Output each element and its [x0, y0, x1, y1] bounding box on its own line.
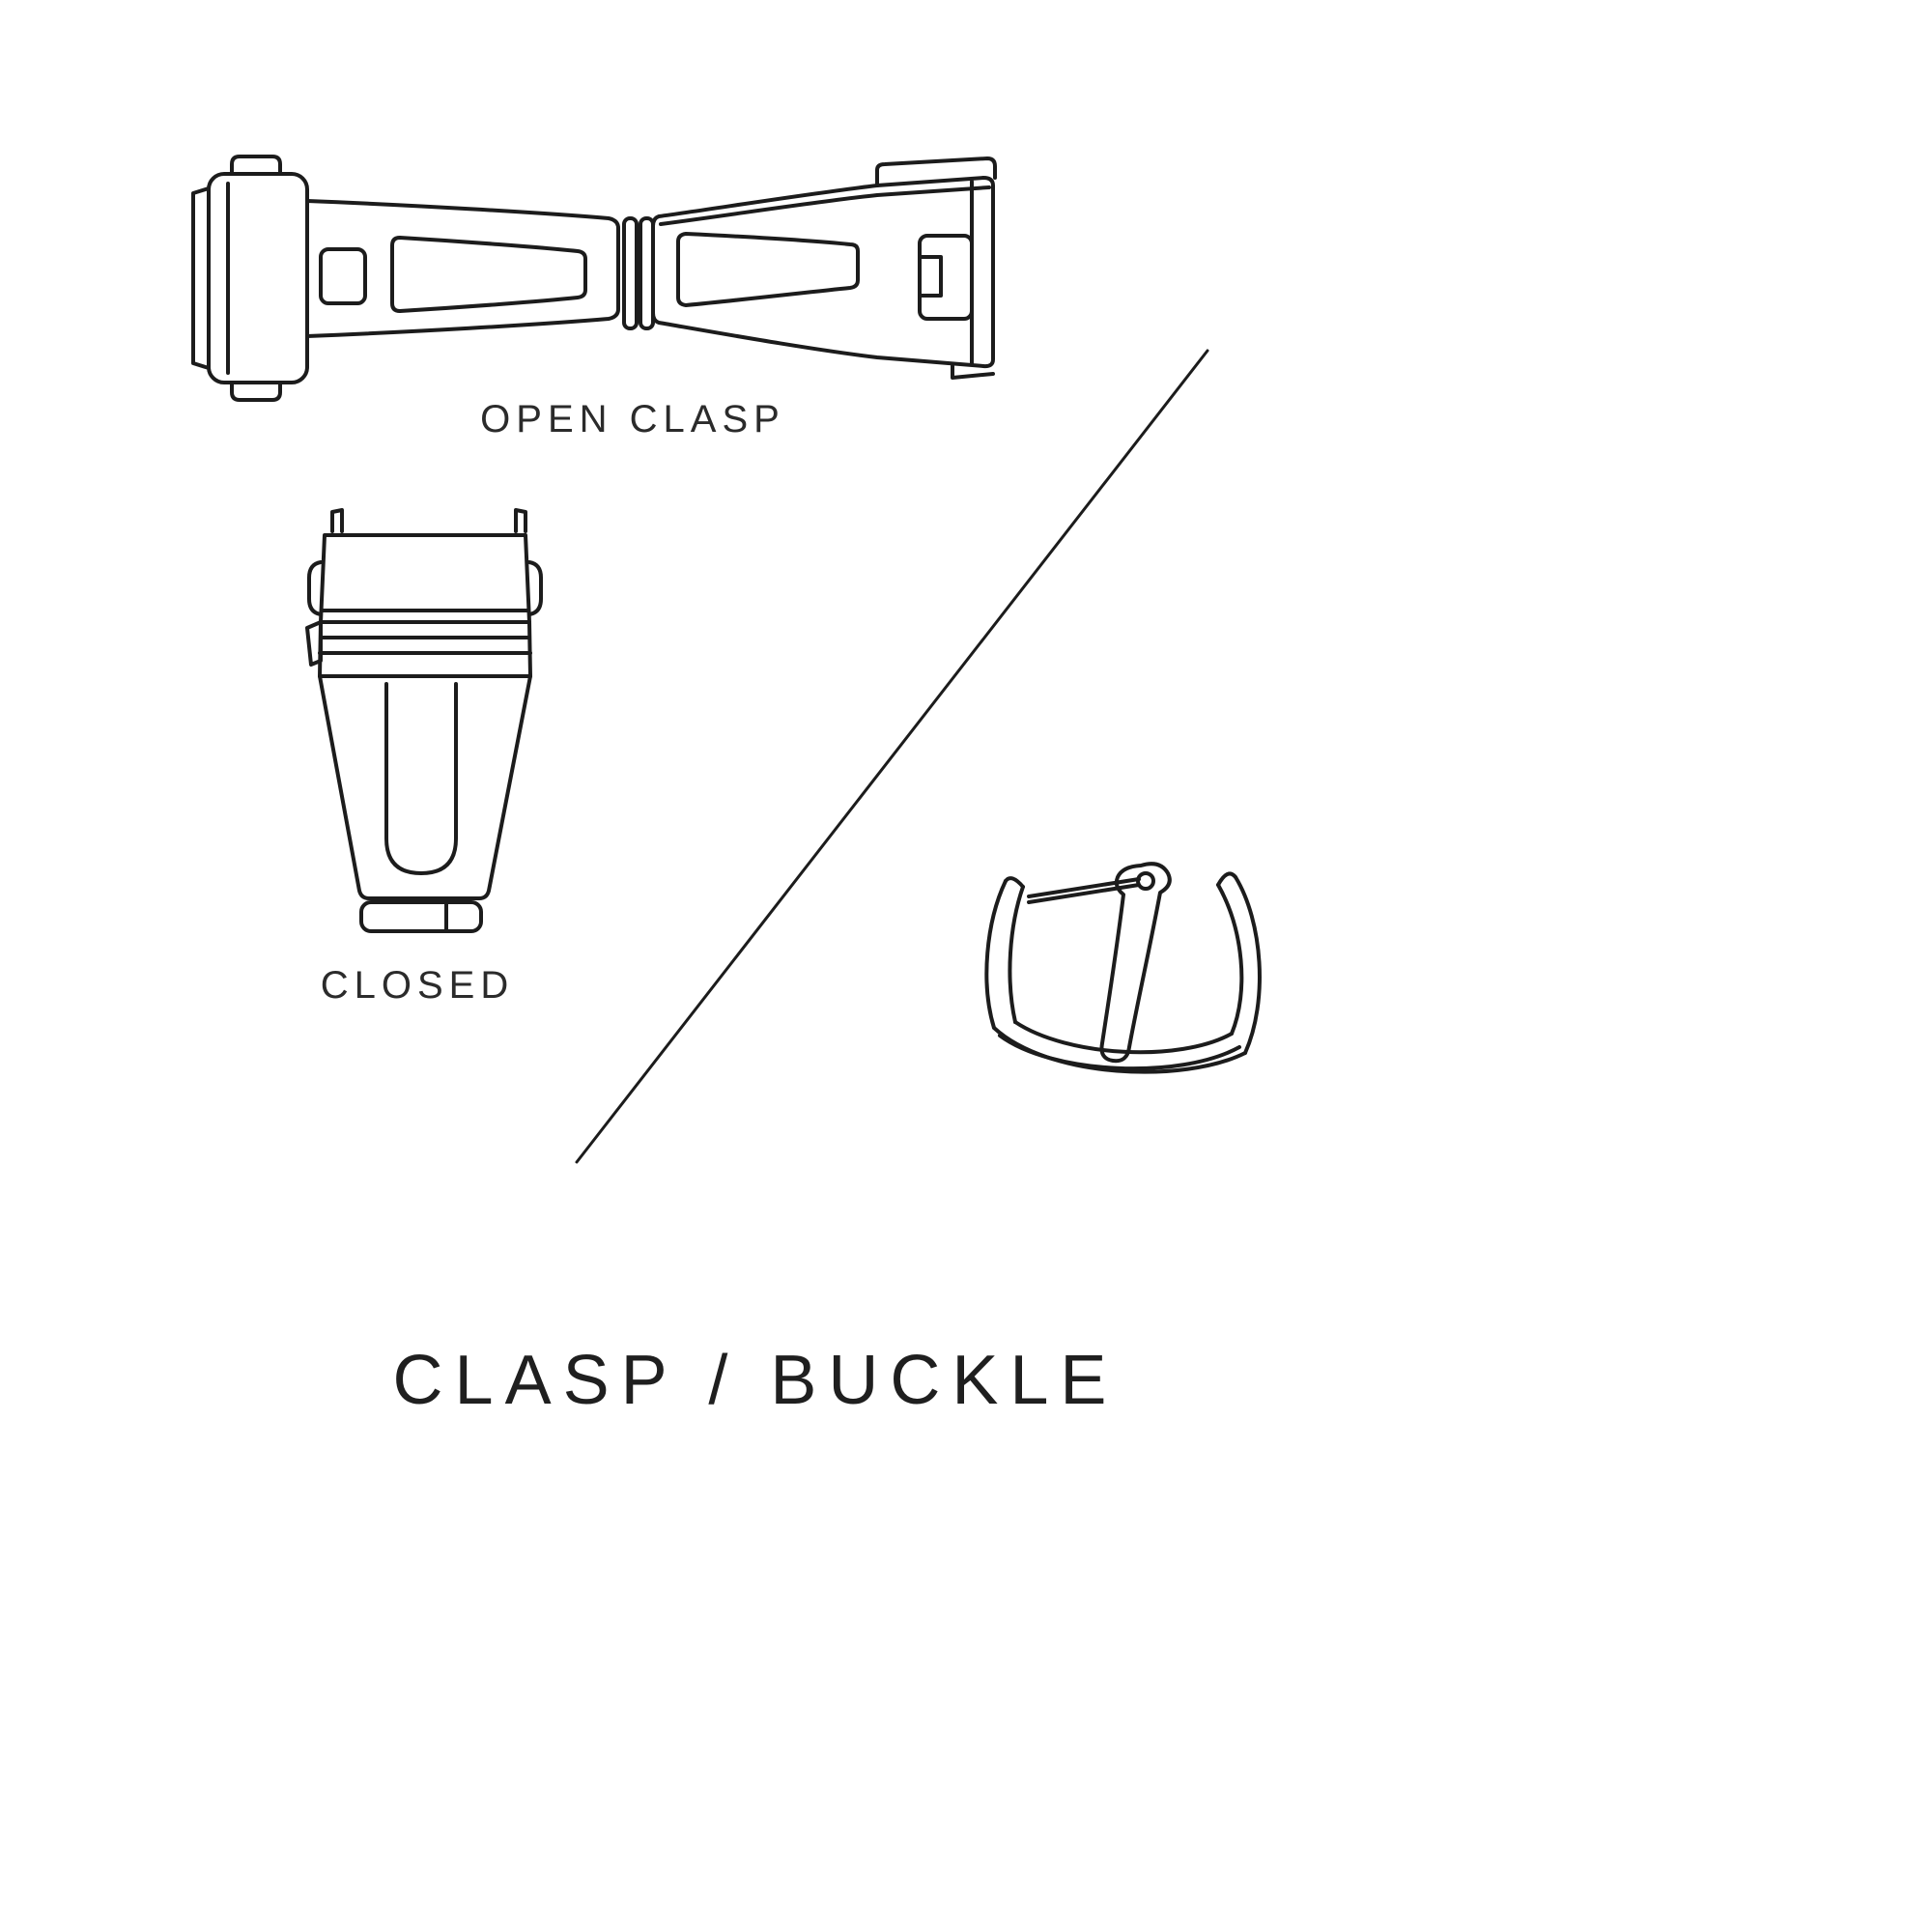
open-clasp-left-arm-icon	[305, 199, 620, 338]
closed-clasp-label: CLOSED	[320, 964, 515, 1007]
closed-clasp-foot-icon	[359, 900, 483, 933]
closed-clasp-prongs-icon	[330, 508, 527, 533]
page-title: CLASP / BUCKLE	[392, 1342, 1119, 1419]
open-clasp-right-arm-icon	[651, 156, 997, 380]
buckle-tongue-icon	[1099, 862, 1172, 1064]
open-clasp-hinge-icon	[622, 216, 655, 330]
open-clasp-illustration	[191, 155, 997, 402]
closed-clasp-top-section-icon	[307, 533, 543, 624]
open-clasp-label: OPEN CLASP	[480, 398, 785, 440]
closed-clasp-illustration	[305, 508, 543, 933]
buckle-frame-icon	[984, 871, 1262, 1074]
buckle-pin-icon	[1027, 871, 1155, 904]
open-clasp-left-endlink-icon	[191, 155, 309, 402]
closed-clasp-band-icon	[305, 620, 532, 678]
diagonal-divider-line	[575, 349, 1209, 1164]
buckle-illustration	[984, 862, 1262, 1074]
closed-clasp-body-icon	[318, 674, 532, 900]
